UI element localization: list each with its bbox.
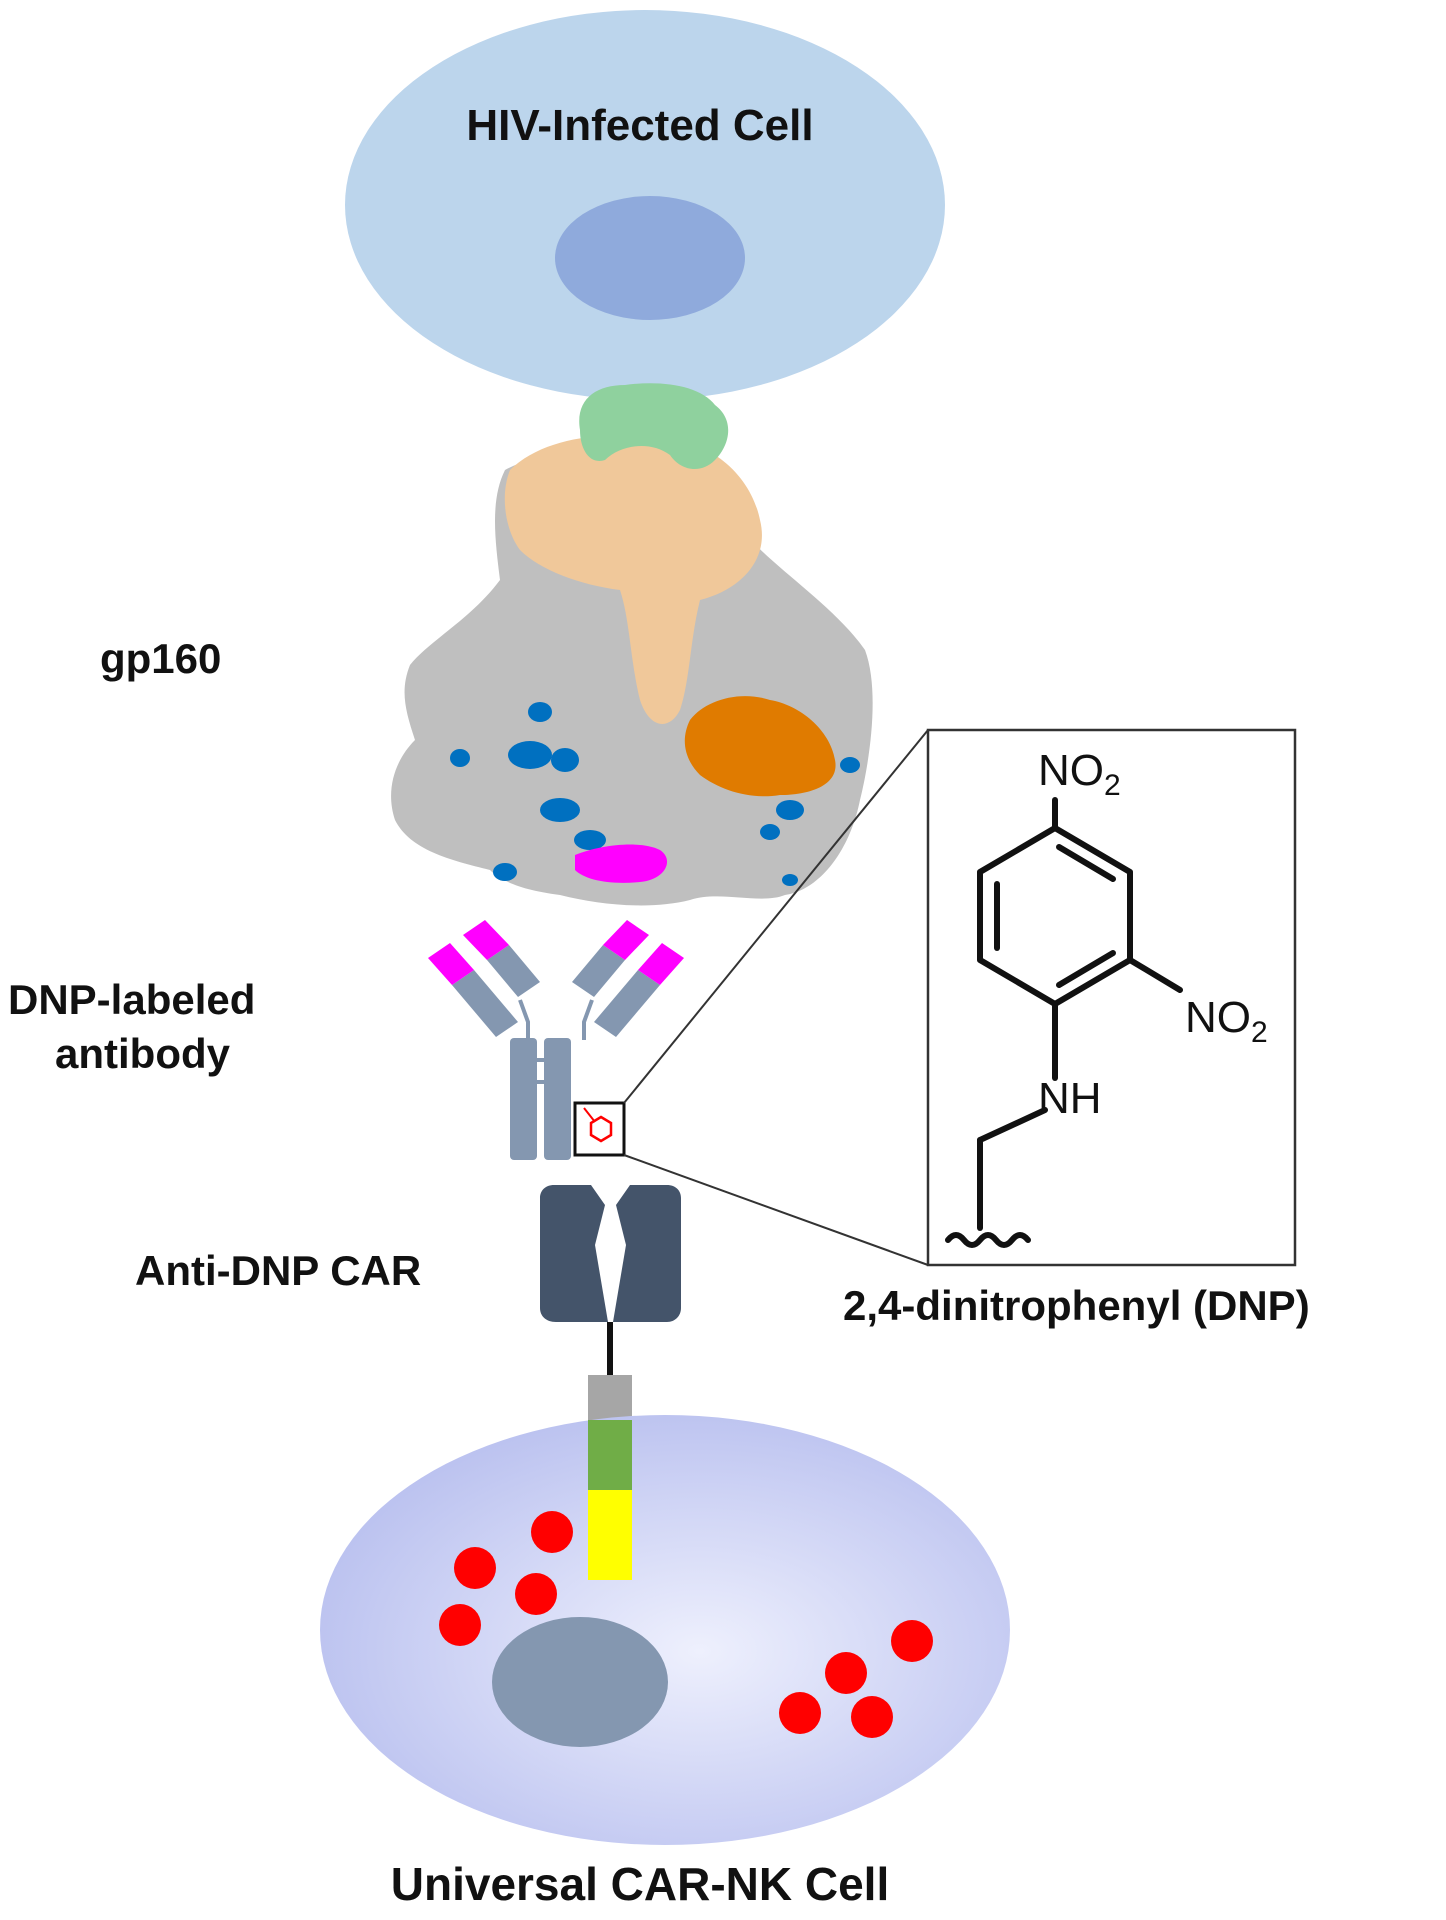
nk-cell-membrane xyxy=(320,1415,1010,1845)
dnp-structure-inset: NO2 NO2 NH xyxy=(926,728,1297,1267)
car-label: Anti-DNP CAR xyxy=(135,1247,421,1294)
nitro-side-subscript: 2 xyxy=(1251,1016,1268,1049)
dnp-hexagon-icon xyxy=(589,1115,613,1143)
antibody-label-line2: antibody xyxy=(55,1030,231,1077)
car-nk-cell xyxy=(320,1415,1010,1845)
nk-cell-nucleus xyxy=(492,1617,668,1747)
zoom-line-bottom xyxy=(623,1154,929,1266)
antibody-label-line1: DNP-labeled xyxy=(8,976,255,1023)
gp160-tan-domain xyxy=(504,436,762,724)
gp160-magenta-patch xyxy=(575,844,668,883)
dnp-caption: 2,4-dinitrophenyl (DNP) xyxy=(843,1282,1310,1329)
nitro-top-subscript: 2 xyxy=(1104,769,1121,802)
infected-cell-nucleus xyxy=(555,196,745,320)
nk-cell-label: Universal CAR-NK Cell xyxy=(391,1858,889,1910)
dnp-labeled-antibody xyxy=(428,920,684,1160)
zoom-line-top xyxy=(623,729,929,1104)
nitro-top-label: NO xyxy=(1038,746,1104,795)
cytotoxic-granules xyxy=(439,1511,933,1738)
car-binding-domain xyxy=(540,1185,608,1322)
gp160-label: gp160 xyxy=(100,635,221,682)
gp160-structure xyxy=(391,383,873,906)
svg-text:NO2: NO2 xyxy=(1185,993,1268,1049)
car-hinge-segment xyxy=(588,1375,632,1420)
infected-cell-label: HIV-Infected Cell xyxy=(466,101,813,150)
amine-label: NH xyxy=(1038,1074,1102,1123)
dnp-tag-box xyxy=(573,1101,626,1157)
hiv-infected-cell: HIV-Infected Cell xyxy=(345,10,945,400)
svg-text:NO2: NO2 xyxy=(1038,746,1121,802)
gp160-blue-patches xyxy=(450,702,860,886)
nitro-side-label: NO xyxy=(1185,993,1251,1042)
gp160-orange-patch xyxy=(684,696,836,797)
gp160-green-cap xyxy=(579,383,729,470)
